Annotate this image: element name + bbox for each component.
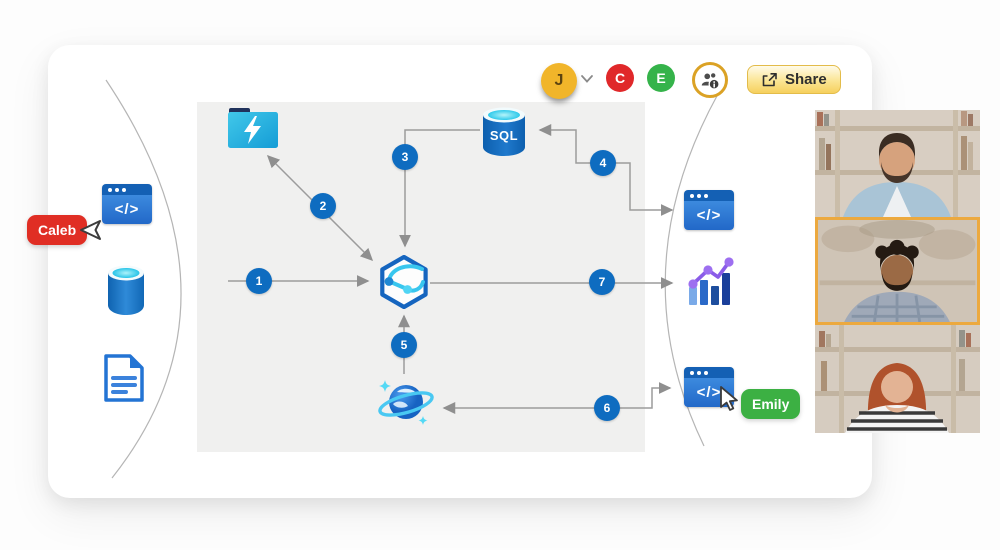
window-dots xyxy=(102,184,152,195)
sql-label: SQL xyxy=(489,128,519,143)
code-glyph: </> xyxy=(102,195,152,224)
palette-code-window-icon[interactable]: </> xyxy=(102,184,152,224)
step-badge-2[interactable]: 2 xyxy=(310,193,336,219)
cursor-label-caleb: Caleb xyxy=(27,215,88,245)
step-badge-6[interactable]: 6 xyxy=(594,395,620,421)
step-badge-7[interactable]: 7 xyxy=(589,269,615,295)
step-badge-5[interactable]: 5 xyxy=(391,332,417,358)
avatar-initial: E xyxy=(656,70,666,86)
participants-info-button[interactable] xyxy=(692,62,728,98)
video-call-panel xyxy=(815,110,980,433)
node-analytics-chart-icon[interactable] xyxy=(686,255,734,307)
share-icon xyxy=(762,72,777,86)
step-badge-4[interactable]: 4 xyxy=(590,150,616,176)
sql-cylinder xyxy=(483,107,525,156)
video-tile-participant-1[interactable] xyxy=(815,110,980,217)
cursor-name: Caleb xyxy=(38,222,77,238)
share-label: Share xyxy=(785,71,827,88)
video-tile-participant-2-active[interactable] xyxy=(815,217,980,325)
avatar-current-user[interactable]: J xyxy=(541,63,577,99)
avatar-collaborator-e[interactable]: E xyxy=(647,64,675,92)
palette-database-icon[interactable] xyxy=(105,264,147,316)
step-badge-1[interactable]: 1 xyxy=(246,268,272,294)
node-cosmos-db-icon[interactable] xyxy=(375,374,437,432)
node-code-window-top-icon[interactable]: </> xyxy=(684,190,734,230)
avatar-collaborator-c[interactable]: C xyxy=(606,64,634,92)
chevron-down-icon[interactable] xyxy=(580,73,594,85)
avatar-initial: J xyxy=(554,72,564,89)
participant-2-video xyxy=(819,220,976,322)
node-synapse-icon[interactable] xyxy=(377,255,431,309)
node-sql-database-icon[interactable]: SQL xyxy=(479,106,529,156)
code-glyph: </> xyxy=(684,201,734,230)
cursor-name: Emily xyxy=(752,396,790,412)
step-badge-3[interactable]: 3 xyxy=(392,144,418,170)
share-button[interactable]: Share xyxy=(747,65,841,94)
participant-3-video xyxy=(815,325,980,433)
cursor-arrow-emily-icon xyxy=(720,386,738,411)
window-dots xyxy=(684,190,734,201)
cursor-label-emily: Emily xyxy=(741,389,801,419)
participant-1-video xyxy=(815,110,980,217)
window-dots xyxy=(684,367,734,378)
avatar-initial: C xyxy=(614,70,626,86)
node-function-app-icon[interactable] xyxy=(227,107,279,149)
palette-document-icon[interactable] xyxy=(101,352,147,404)
people-info-icon xyxy=(701,73,720,90)
video-tile-participant-3[interactable] xyxy=(815,325,980,433)
cursor-arrow-caleb-icon xyxy=(80,220,101,240)
